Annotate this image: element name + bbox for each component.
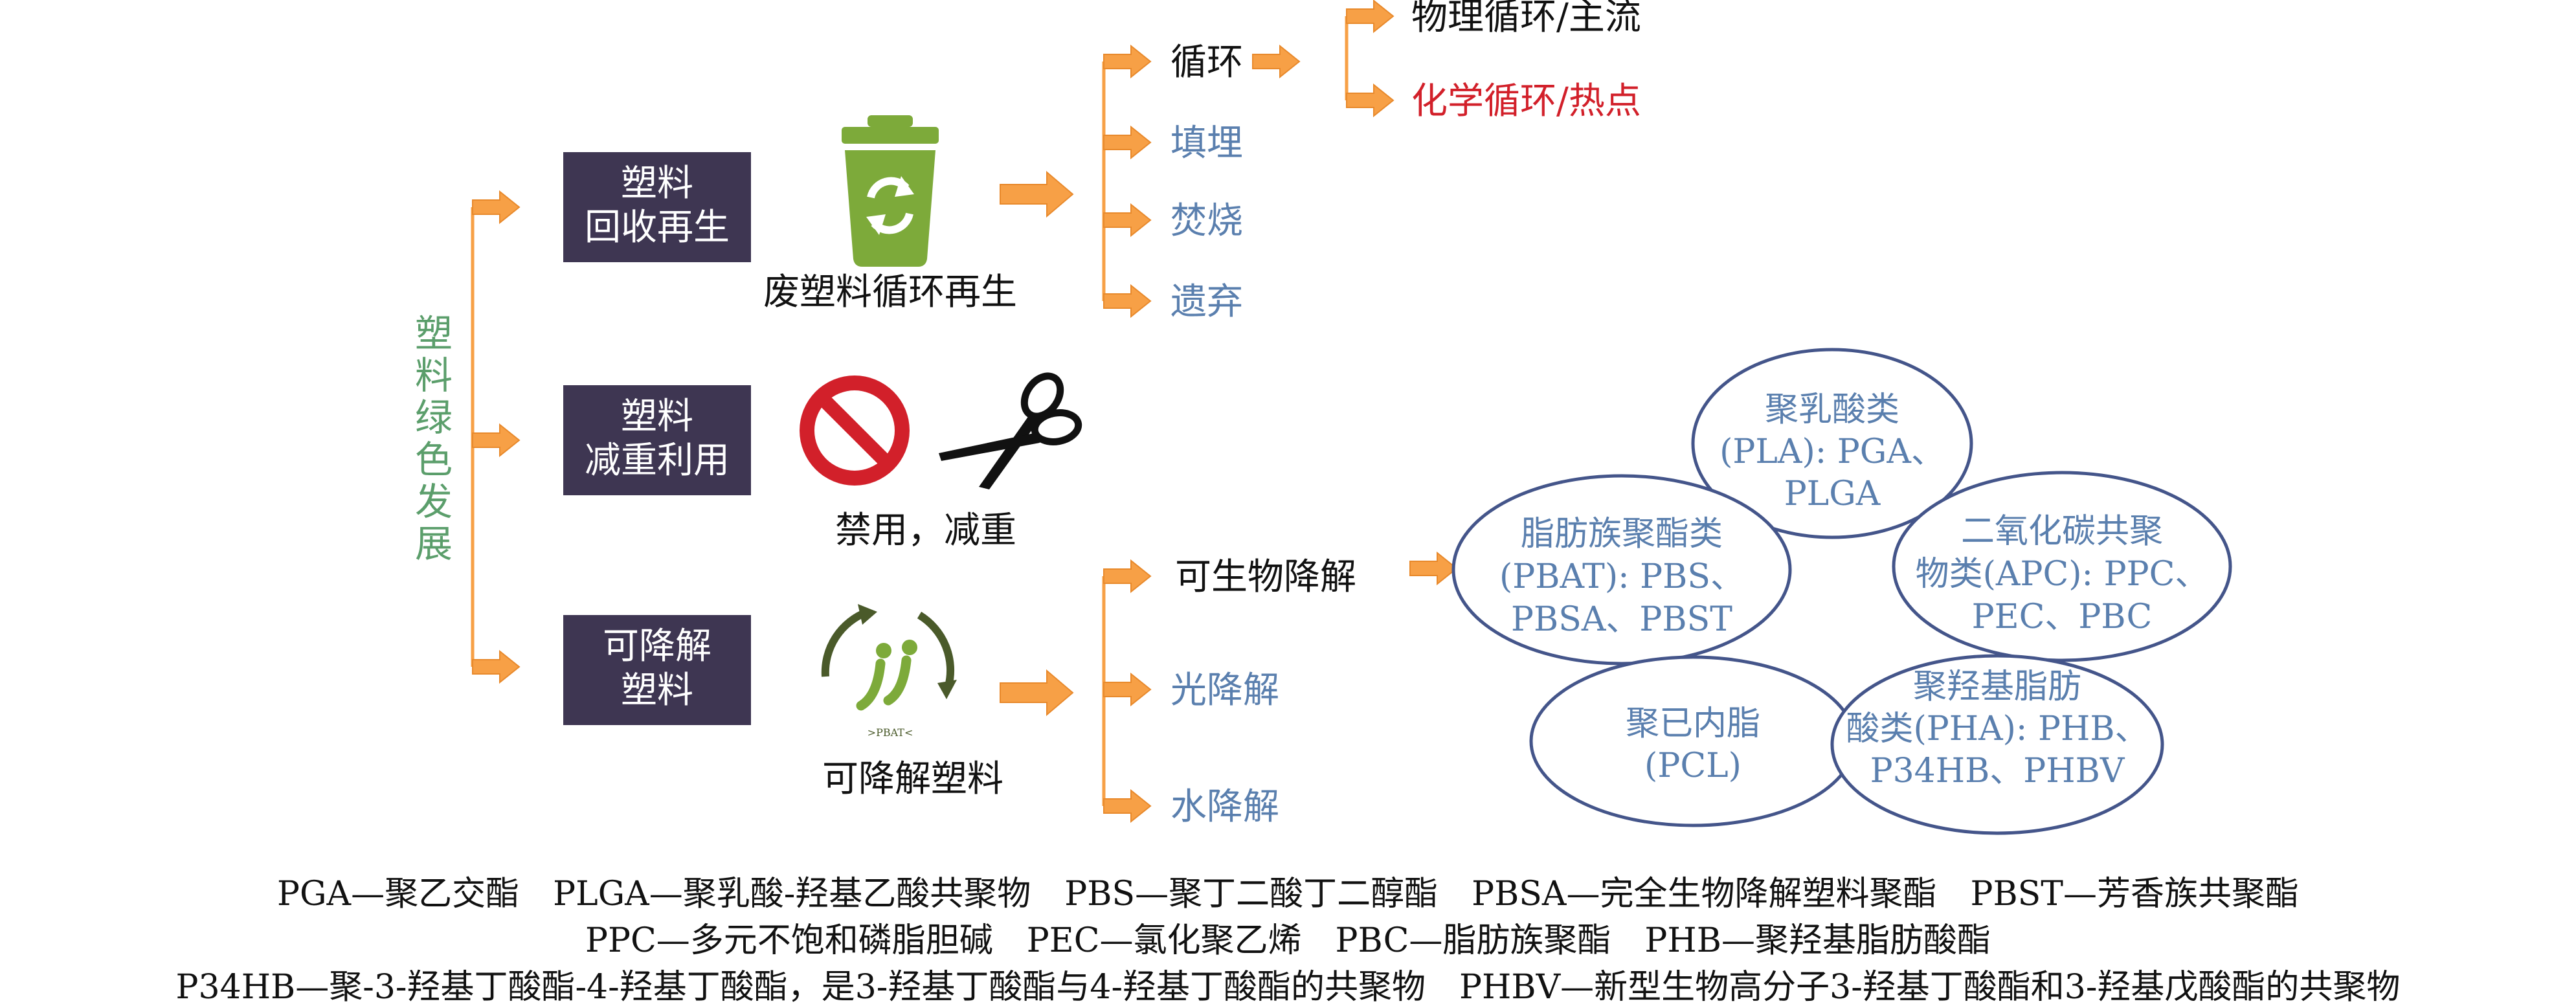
footer-abbreviations-line-1: PGA—聚乙交酯 PLGA—聚乳酸-羟基乙酸共聚物 PBS—聚丁二酸丁二醇酯 P… <box>277 875 2299 913</box>
diagram-svg: 塑 料 绿 色 发 展 塑料 回收再生 塑料 减重利用 可降解 塑料 废塑料循 <box>415 0 2232 835</box>
ellipse-pbat: 脂肪族聚酯类 (PBAT): PBS、 PBSA、PBST <box>1451 474 1792 666</box>
recycle-branch-bracket <box>1102 45 1151 317</box>
pbat-logo-label: >PBAT< <box>868 726 913 739</box>
pbat-logo-icon: >PBAT< <box>821 604 957 739</box>
ellipse-pha-line: P34HB、PHBV <box>1870 752 2125 790</box>
ellipse-apc-line: PEC、PBC <box>1972 598 2153 636</box>
footer-abbreviations-line-2: PPC—多元不饱和磷脂胆碱 PEC—氯化聚乙烯 PBC—脂肪族聚酯 PHB—聚羟… <box>585 921 1991 960</box>
arrow-bio-out <box>1409 552 1457 585</box>
ellipse-pha-line: 酸类(PHA): PHB、 <box>1846 710 2148 748</box>
ellipse-apc-line: 二氧化碳共聚 <box>1961 512 2163 551</box>
caption-reduce: 禁用，减重 <box>835 510 1016 552</box>
footer-abbreviations-line-3: P34HB—聚-3-羟基丁酸酯-4-羟基丁酸酯，是3-羟基丁酸酯与4-羟基丁酸酯… <box>175 968 2401 1007</box>
root-char: 展 <box>415 522 453 566</box>
scissors-icon <box>939 372 1082 489</box>
box-degradable-line1: 可降解 <box>603 625 711 667</box>
box-recycle: 塑料 回收再生 <box>563 152 751 262</box>
arrow-recycle-out <box>1000 172 1073 217</box>
ellipse-pla-line: PLGA <box>1784 475 1881 513</box>
prohibited-icon <box>800 375 910 486</box>
box-recycle-line1: 塑料 <box>621 162 693 205</box>
box-reduce-line1: 塑料 <box>621 396 693 438</box>
ellipse-pcl-line: 聚已内脂 <box>1626 704 1760 743</box>
box-recycle-line2: 回收再生 <box>585 207 730 249</box>
ellipse-apc: 二氧化碳共聚 物类(APC): PPC、 PEC、PBC <box>1892 471 2232 662</box>
root-char: 色 <box>415 438 453 482</box>
box-degradable-line2: 塑料 <box>621 669 693 711</box>
box-reduce-line2: 减重利用 <box>585 440 730 482</box>
branch-incinerate: 焚烧 <box>1170 200 1243 242</box>
ellipse-pla-line: 聚乳酸类 <box>1765 390 1899 429</box>
caption-degradable: 可降解塑料 <box>822 758 1003 800</box>
recycle-bin-icon <box>842 115 939 267</box>
arrow-degradable-out <box>1000 670 1073 715</box>
ellipse-pcl: 聚已内脂 (PCL) <box>1529 655 1857 827</box>
root-char: 发 <box>415 480 453 524</box>
branch-biodegradable: 可生物降解 <box>1175 556 1356 598</box>
branch-landfill: 填埋 <box>1170 122 1243 164</box>
branch-chemical-cycle: 化学循环/热点 <box>1411 80 1641 122</box>
arrow-cycle-out <box>1252 45 1300 78</box>
ellipse-pbat-line: 脂肪族聚酯类 <box>1521 515 1723 554</box>
root-char: 绿 <box>415 396 453 440</box>
ellipse-pla: 聚乳酸类 (PLA): PGA、 PLGA <box>1691 348 1973 539</box>
ellipse-pha-line: 聚羟基脂肪 <box>1913 667 2081 706</box>
ellipse-pbat-line: PBSA、PBST <box>1511 600 1732 639</box>
branch-waterdegradable: 水降解 <box>1170 786 1279 828</box>
arrow-to-recycle <box>472 191 520 223</box>
branch-discard: 遗弃 <box>1170 281 1243 323</box>
branch-photodegradable: 光降解 <box>1170 669 1279 711</box>
degrade-branch-bracket <box>1102 560 1151 822</box>
root-label: 塑 料 绿 色 发 展 <box>415 311 453 566</box>
caption-recycle: 废塑料循环再生 <box>763 271 1017 313</box>
ellipse-pha: 聚羟基脂肪 酸类(PHA): PHB、 P34HB、PHBV <box>1830 654 2164 835</box>
box-reduce: 塑料 减重利用 <box>563 385 751 495</box>
cycle-branch-bracket <box>1345 0 1394 117</box>
ellipse-pbat-line: (PBAT): PBS、 <box>1499 557 1744 596</box>
branch-cycle: 循环 <box>1170 41 1243 84</box>
root-bracket <box>471 191 520 683</box>
ellipse-pcl-line: (PCL) <box>1644 746 1742 785</box>
box-degradable: 可降解 塑料 <box>563 615 751 725</box>
arrow-to-reduce <box>472 424 520 456</box>
ellipse-pla-line: (PLA): PGA、 <box>1719 432 1945 471</box>
branch-physical-cycle: 物理循环/主流 <box>1411 0 1641 38</box>
ellipse-apc-line: 物类(APC): PPC、 <box>1916 555 2209 594</box>
arrow-to-degradable <box>472 651 520 683</box>
root-char: 塑 <box>415 311 453 355</box>
root-char: 料 <box>415 353 453 398</box>
